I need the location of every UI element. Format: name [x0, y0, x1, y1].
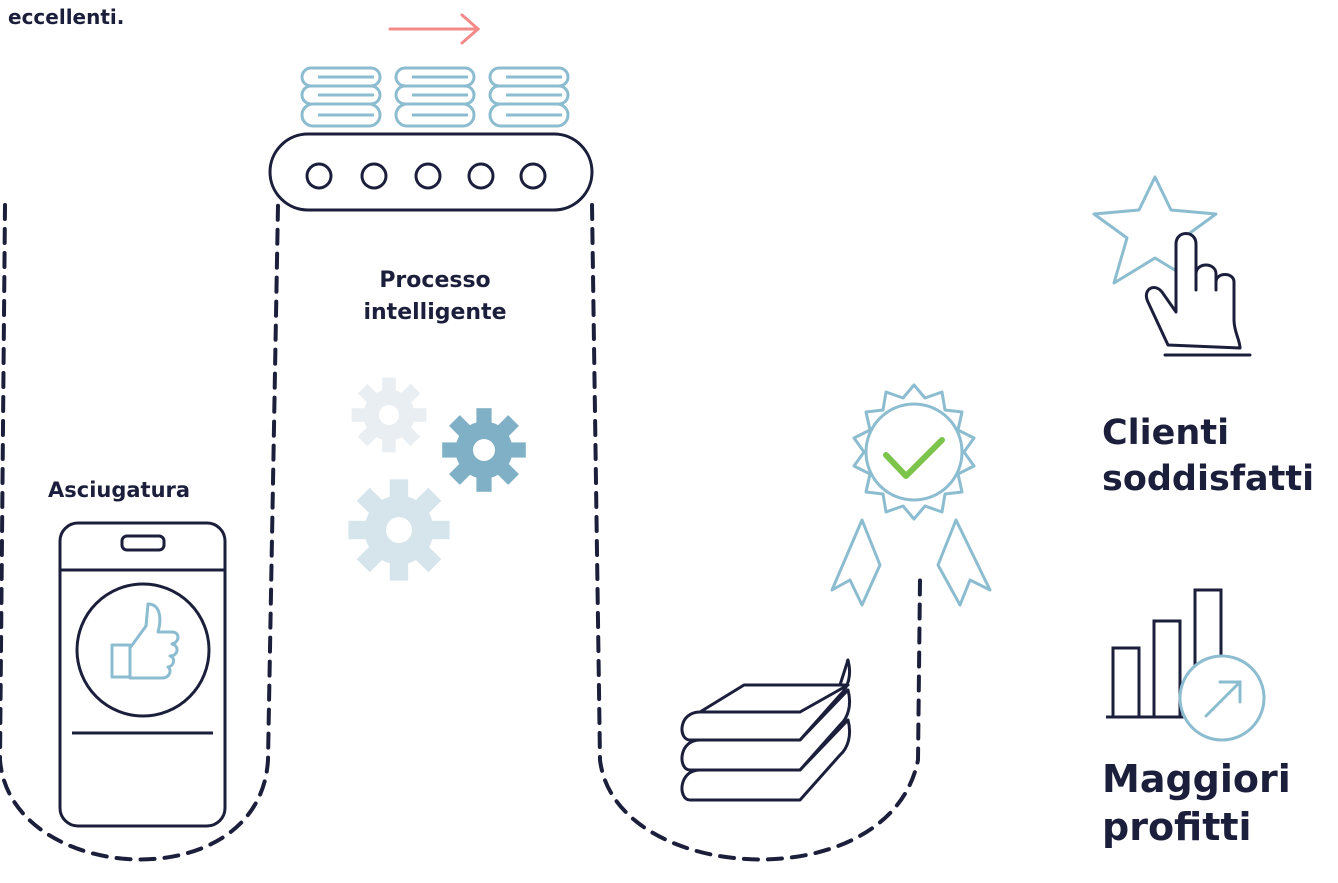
- growth-arrow-icon: [1178, 654, 1266, 742]
- step-label-processo: Processo intelligente: [330, 265, 540, 329]
- processo-line-1: Processo: [379, 268, 491, 293]
- step-label-asciugatura: Asciugatura: [48, 478, 191, 502]
- folded-towels-icon: [680, 658, 852, 802]
- award-badge-icon: [830, 383, 992, 607]
- profitti-line-1: Maggiori: [1102, 757, 1291, 801]
- outcome-profitti: Maggiori profitti: [1102, 755, 1291, 851]
- processo-line-2: intelligente: [363, 300, 507, 325]
- checkmark-icon: [883, 437, 945, 479]
- gear-icon: [442, 408, 526, 492]
- thumbs-up-icon: [110, 602, 180, 680]
- outcome-clienti: Clienti soddisfatti: [1102, 410, 1314, 502]
- gear-icon: [348, 479, 450, 581]
- pointing-hand-icon: [1145, 232, 1252, 357]
- gear-icon: [351, 377, 427, 453]
- dryer-icon: [58, 521, 227, 828]
- profitti-line-2: profitti: [1102, 805, 1252, 849]
- clienti-line-1: Clienti: [1102, 413, 1230, 453]
- arrow-right-icon: [388, 13, 481, 45]
- clienti-line-2: soddisfatti: [1102, 459, 1315, 499]
- intro-text: eccellenti.: [8, 5, 125, 29]
- linen-stack-icon: [300, 66, 570, 128]
- conveyor-icon: [268, 132, 594, 212]
- dashed-flow-path: [0, 203, 922, 862]
